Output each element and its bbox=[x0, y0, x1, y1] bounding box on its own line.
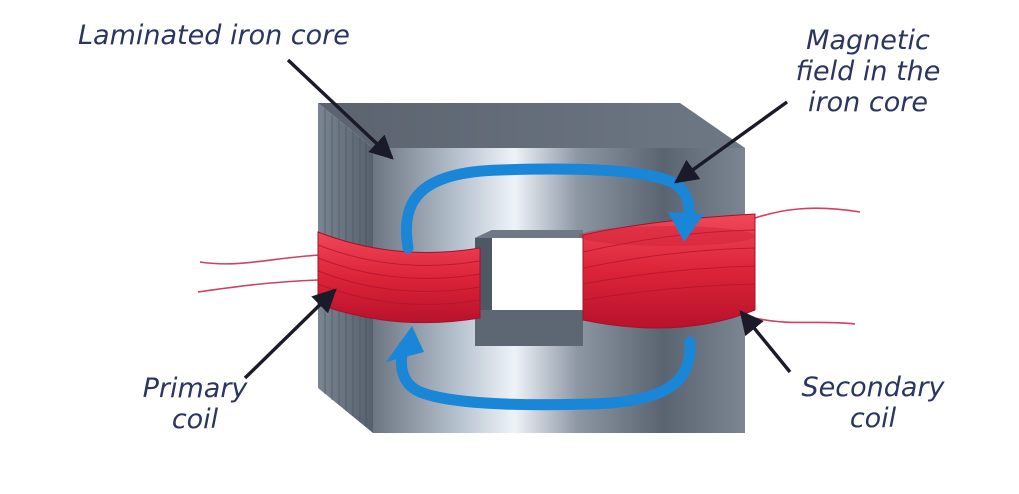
secondary-coil bbox=[579, 213, 756, 329]
label-field-line-2: field in the bbox=[795, 56, 941, 87]
label-secondary-line-2: coil bbox=[849, 403, 897, 434]
label-core-text: Laminated iron core bbox=[78, 20, 350, 51]
label-field-line-1: Magnetic bbox=[806, 25, 930, 56]
pointer-arrow-icon bbox=[243, 58, 792, 380]
label-secondary-coil: Secondary coil bbox=[783, 372, 963, 434]
label-primary-line-2: coil bbox=[171, 404, 219, 435]
flux-arrow-head-bottom bbox=[386, 326, 424, 362]
core-top-face bbox=[318, 103, 745, 148]
core-front-face bbox=[373, 148, 745, 433]
secondary-wires bbox=[754, 207, 861, 325]
core-window-bottom bbox=[475, 310, 583, 346]
core-window-top-edge bbox=[475, 230, 583, 238]
label-secondary-line-1: Secondary bbox=[801, 372, 945, 403]
primary-wires bbox=[197, 254, 321, 293]
flux-arrow-head-top bbox=[668, 212, 704, 242]
label-magnetic-field: Magnetic field in the iron core bbox=[788, 25, 948, 118]
label-laminated-iron-core: Laminated iron core bbox=[78, 20, 350, 51]
core-window-opening bbox=[492, 230, 583, 310]
flux-arrow-icon bbox=[395, 163, 696, 411]
label-field-line-3: iron core bbox=[808, 87, 928, 118]
label-primary-coil: Primary coil bbox=[135, 373, 255, 435]
label-primary-line-1: Primary bbox=[142, 373, 248, 404]
